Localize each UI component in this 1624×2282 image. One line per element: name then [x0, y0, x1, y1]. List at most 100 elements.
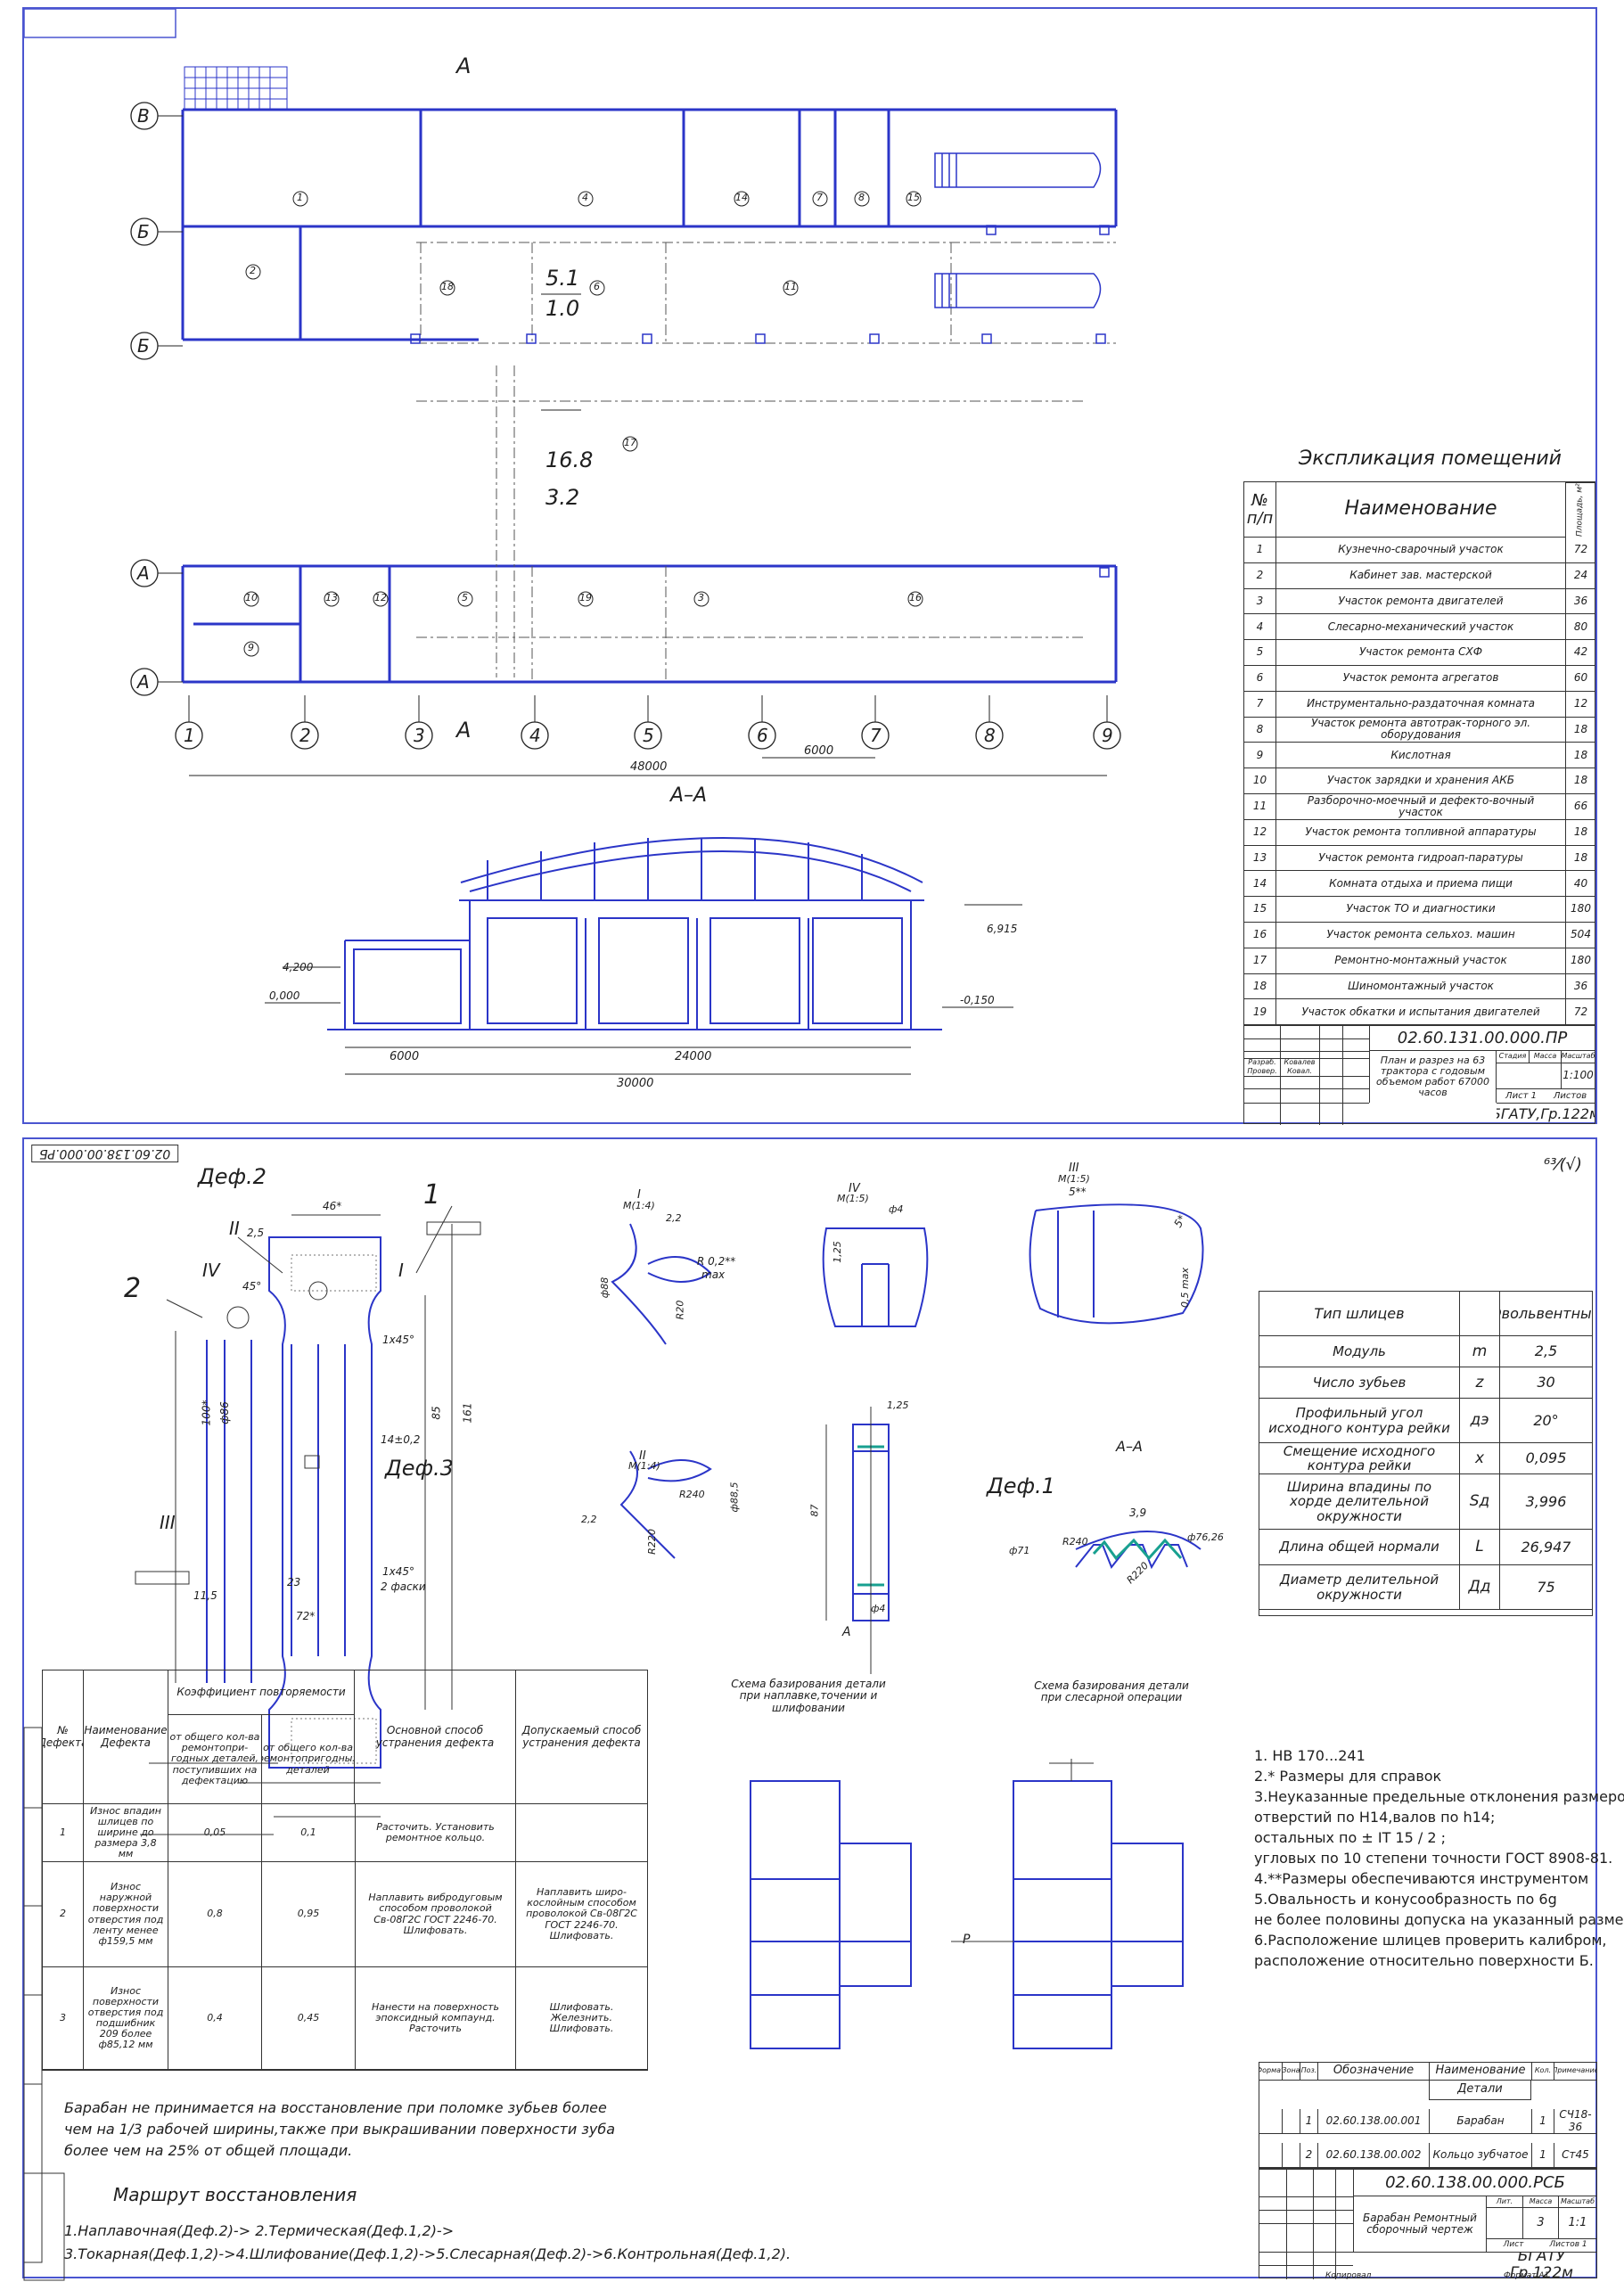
axis-label-b1: Б — [137, 221, 150, 242]
height-mark-2-bottom: 3.2 — [545, 485, 580, 510]
explication-cell-area: 180 — [1566, 897, 1595, 923]
spline-cell-name: Профильный угол исходного контура рейки — [1259, 1399, 1460, 1443]
defect-cell: Наплавить вибродуговым способом проволок… — [355, 1862, 515, 1967]
room-num: 5 — [462, 592, 468, 603]
gear-dim: R240 — [1062, 1536, 1088, 1547]
note-line: 2.* Размеры для справок — [1254, 1768, 1442, 1785]
mark-roman-1: I — [398, 1260, 404, 1281]
detail-I-dim: max — [701, 1268, 726, 1281]
dim-48000: 48000 — [630, 760, 668, 774]
room-num: 8 — [858, 192, 865, 203]
defect-cell: 3 — [43, 1967, 83, 2070]
spline-cell-value: 20° — [1500, 1399, 1592, 1443]
stamp-sheets: Листов — [1546, 1088, 1595, 1103]
explication-cell-name: Участок ремонта сельхоз. машин — [1276, 923, 1566, 948]
spline-cell-value: 0,095 — [1500, 1443, 1592, 1474]
room-num: 13 — [325, 592, 338, 603]
explication-cell-name: Кузнечно-сварочный участок — [1276, 538, 1566, 563]
defect-label-2: Деф.2 — [198, 1164, 267, 1189]
note-line: угловых по 10 степени точности ГОСТ 8908… — [1254, 1850, 1613, 1867]
spec-cell — [1282, 2109, 1300, 2134]
room-num: 10 — [245, 592, 258, 603]
spec-cell: 02.60.138.00.002 — [1317, 2143, 1429, 2168]
explication-cell-num: 11 — [1244, 794, 1276, 820]
explication-head-name: Наименование — [1276, 482, 1566, 538]
dim-30000: 30000 — [617, 1077, 654, 1090]
axis-col-5: 5 — [643, 725, 654, 746]
spec-cell — [1282, 2143, 1300, 2168]
room-num: 1 — [297, 192, 303, 203]
explication-cell-num: 3 — [1244, 588, 1276, 615]
section-mark-bottom: А — [456, 718, 472, 743]
room-num: 14 — [735, 192, 748, 203]
explication-cell-num: 18 — [1244, 973, 1276, 1000]
spec-cell — [1259, 2109, 1282, 2134]
detail-I-dim: R20 — [674, 1300, 686, 1320]
explication-cell-num: 10 — [1244, 768, 1276, 794]
axis-col-3: 3 — [414, 725, 425, 746]
dim-45deg: 45° — [242, 1280, 262, 1293]
defect-cell: 0,95 — [261, 1862, 355, 1967]
axis-col-8: 8 — [984, 725, 996, 746]
detail-IV-scale: М(1:5) — [837, 1193, 869, 1204]
explication-cell-name: Участок зарядки и хранения АКБ — [1276, 768, 1566, 794]
stamp2-sheet: Лист — [1487, 2238, 1540, 2252]
gear-dim: 3,9 — [1129, 1506, 1147, 1519]
explication-head-num: № п/п — [1244, 482, 1276, 538]
spline-cell-value: Эвольвентные — [1500, 1292, 1592, 1336]
dim-24000: 24000 — [675, 1050, 712, 1063]
shaft-dim: 87 — [808, 1504, 821, 1517]
spline-cell-symbol: L — [1460, 1530, 1500, 1565]
explication-cell-area: 60 — [1566, 666, 1595, 692]
defect-cell: Износ впадин шлицев по ширине до размера… — [83, 1804, 168, 1862]
route-text: 1.Наплавочная(Деф.2)-> 2.Термическая(Деф… — [64, 2220, 791, 2266]
spec-cell: 2 — [1300, 2143, 1317, 2168]
note-line: остальных по ± IT 15 / 2 ; — [1254, 1829, 1446, 1846]
explication-cell-name: Комната отдыха и приема пищи — [1276, 871, 1566, 898]
spline-cell-name: Длина общей нормали — [1259, 1530, 1460, 1565]
explication-cell-num: 15 — [1244, 897, 1276, 923]
defect-cell: 2 — [43, 1862, 83, 1967]
dim-23: 23 — [287, 1576, 301, 1588]
defect-cell: Шлифовать. Железнить. Шлифовать. — [515, 1967, 647, 2070]
spline-cell-symbol: z — [1460, 1367, 1500, 1399]
explication-cell-area: 42 — [1566, 640, 1595, 666]
detail-III-title: III — [1069, 1162, 1079, 1175]
detail-IV-title: IV — [849, 1182, 860, 1195]
gear-dim: ф71 — [1009, 1545, 1030, 1556]
dim-14: 14±0,2 — [381, 1433, 421, 1446]
route-line: 1.Наплавочная(Деф.2)-> 2.Термическая(Деф… — [64, 2222, 455, 2239]
room-num: 11 — [784, 281, 797, 292]
note-line: 6.Расположение шлицев проверить калибром… — [1254, 1932, 1607, 1949]
reject-line: чем на 1/3 рабочей ширины,также при выкр… — [64, 2121, 615, 2138]
drawing-sheet-repair: 02.60.138.00.000.РБ ⁶³⁄(√) — [22, 1137, 1624, 2281]
explication-cell-name: Кислотная — [1276, 743, 1566, 769]
explication-cell-num: 7 — [1244, 691, 1276, 718]
explication-cell-num: 8 — [1244, 717, 1276, 743]
level-6915: 6,915 — [987, 923, 1018, 935]
spec-cell: Барабан — [1429, 2109, 1531, 2134]
defect-cell — [515, 1804, 647, 1862]
defect-head: Основной способ устранения дефекта — [355, 1670, 515, 1804]
spline-cell-value: 26,947 — [1500, 1530, 1592, 1565]
defect-head: от общего кол-ва ремонтопри-годных детал… — [168, 1715, 261, 1804]
route-title: Маршрут восстановления — [113, 2184, 357, 2205]
explication-cell-area: 72 — [1566, 538, 1595, 563]
explication-cell-name: Шиномонтажный участок — [1276, 973, 1566, 1000]
explication-cell-name: Участок ремонта топливной аппаратуры — [1276, 819, 1566, 846]
axis-col-7: 7 — [870, 725, 882, 746]
dim-161: 161 — [461, 1402, 474, 1424]
explication-cell-area: 12 — [1566, 692, 1595, 718]
dim-11-5: 11,5 — [193, 1589, 217, 1602]
spline-cell-symbol: x — [1460, 1443, 1500, 1474]
detail-III-scale: М(1:5) — [1058, 1173, 1090, 1185]
axis-col-4: 4 — [529, 725, 541, 746]
room-num: 12 — [374, 592, 387, 603]
detail-II-dim: R220 — [645, 1529, 658, 1555]
spline-cell-symbol: m — [1460, 1336, 1500, 1367]
room-num: 7 — [816, 192, 823, 203]
defect-cell: 0,4 — [168, 1967, 261, 2070]
explication-cell-name: Разборочно-моечный и дефекто-вочный учас… — [1276, 794, 1566, 820]
height-mark-1-bottom: 1.0 — [545, 296, 580, 321]
